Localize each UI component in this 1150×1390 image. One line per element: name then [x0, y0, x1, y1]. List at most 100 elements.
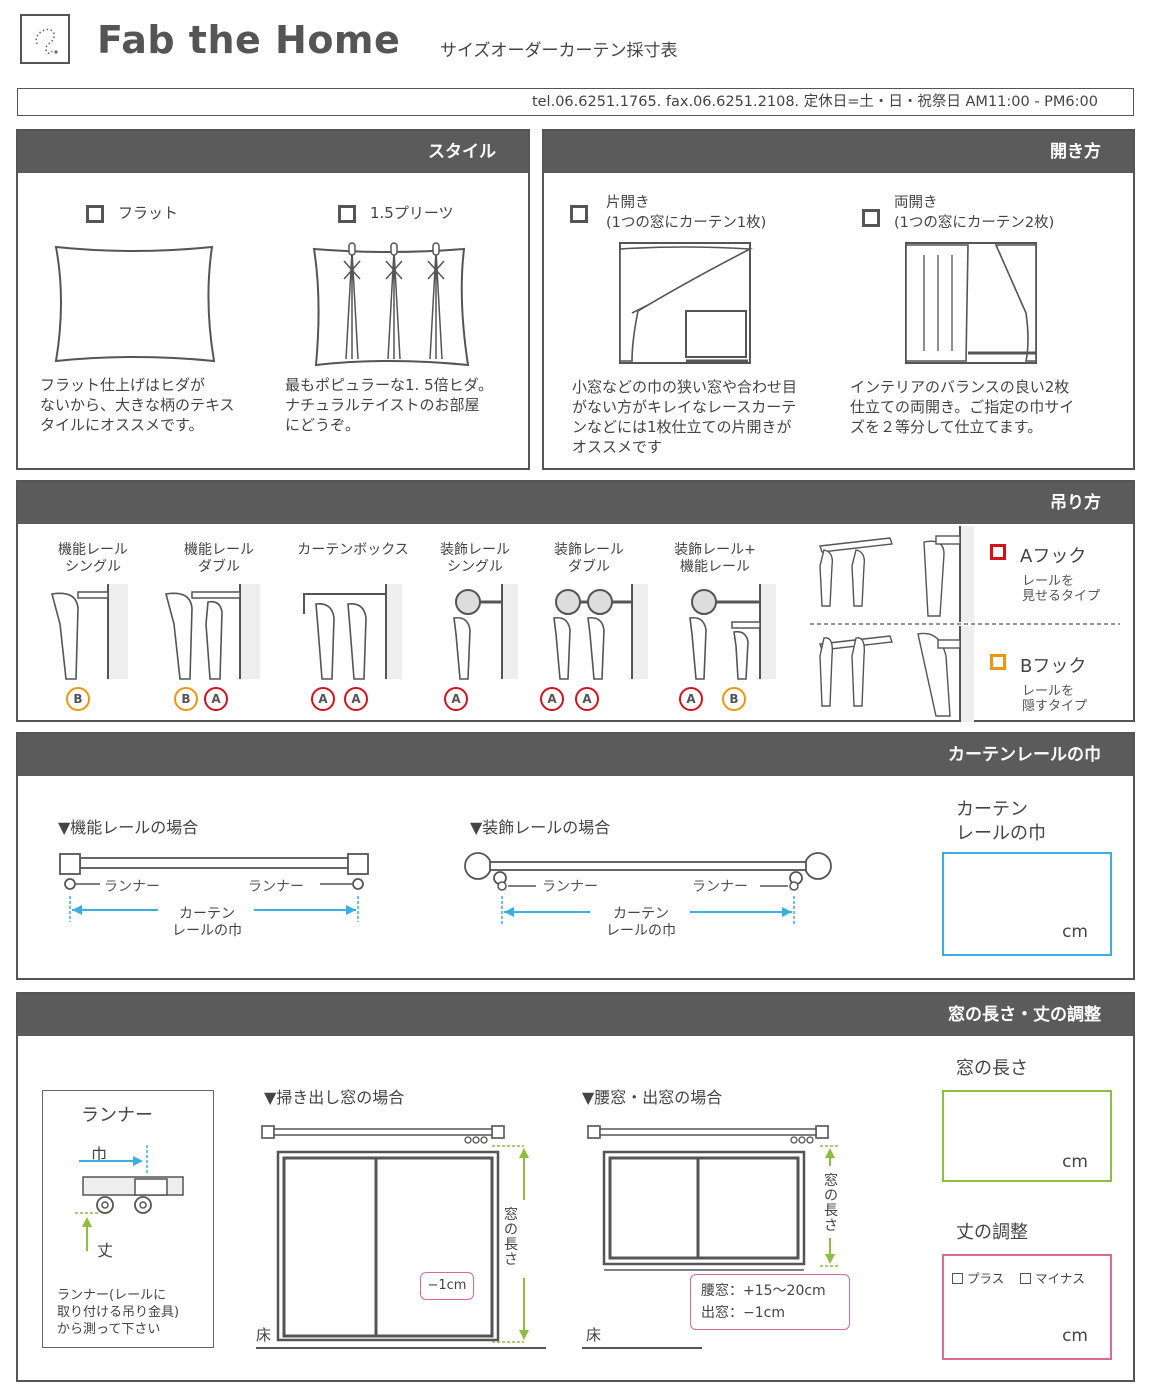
- plus-checkbox[interactable]: [952, 1273, 963, 1284]
- double-opening-label: 両開き(1つの窓にカーテン2枚): [894, 195, 1055, 231]
- decorative-rail-title: ▼装飾レールの場合: [470, 818, 611, 837]
- hook-a-description: レールを見せるタイプ: [1022, 574, 1101, 604]
- unit-label: cm: [1062, 1152, 1088, 1172]
- hook-b-description: レールを隠すタイプ: [1022, 684, 1088, 714]
- hook-badge-a: A: [575, 687, 599, 711]
- pleated-curtain-icon: [312, 242, 470, 367]
- pleats-checkbox[interactable]: [338, 205, 356, 223]
- hook-b-name: Bフック: [1020, 656, 1087, 677]
- runner-label: ランナー: [248, 879, 304, 895]
- window-length-field-label: 窓の長さ: [956, 1058, 1028, 1079]
- double-opening-checkbox[interactable]: [862, 209, 880, 227]
- waist-window-title: ▼腰窓・出窓の場合: [582, 1088, 723, 1107]
- runner-length-label: 丈: [97, 1241, 114, 1260]
- sweep-window-diagram: [256, 1125, 546, 1349]
- flat-curtain-icon: [54, 245, 216, 363]
- hanging-type-label: 機能レールシングル: [58, 542, 128, 575]
- runner-label: ランナー: [104, 879, 160, 895]
- hanging-panel: 吊り方 機能レールシングル B 機能レールダブル B A カーテンボックス A …: [16, 480, 1135, 722]
- logo-mark-icon: [35, 28, 58, 54]
- rail-width-heading: カーテンレールの巾: [18, 734, 1133, 776]
- hook-badge-a: A: [540, 687, 564, 711]
- pleats-label: 1.5プリーツ: [370, 204, 454, 222]
- sweep-adjust-callout: −1cm: [420, 1272, 474, 1300]
- flat-label: フラット: [118, 204, 179, 222]
- hook-comparison-icon: [810, 526, 1120, 722]
- hook-badge-a: A: [679, 687, 703, 711]
- runner-label: ランナー: [542, 879, 598, 895]
- opening-heading: 開き方: [544, 131, 1133, 173]
- sweep-length-label: 窓の長さ: [504, 1207, 518, 1268]
- decorative-single-rail-icon: [453, 584, 518, 680]
- hanging-heading: 吊り方: [18, 482, 1133, 524]
- floor-label: 床: [586, 1326, 602, 1344]
- hook-badge-a: A: [344, 687, 368, 711]
- hook-badge-a: A: [204, 687, 228, 711]
- functional-single-rail-icon: [51, 584, 128, 680]
- hook-badge-b: B: [722, 687, 746, 711]
- single-opening-window-icon: [619, 242, 753, 364]
- window-length-input[interactable]: cm: [942, 1090, 1112, 1182]
- runner-width-label: 巾: [91, 1145, 108, 1164]
- functional-rail-diagram: [59, 853, 369, 922]
- page-subtitle: サイズオーダーカーテン採寸表: [440, 41, 678, 61]
- flat-description: フラット仕上げはヒダがないから、大きな柄のテキスタイルにオススメです。: [40, 376, 235, 434]
- hook-badge-a: A: [444, 687, 468, 711]
- functional-double-rail-icon: [165, 584, 260, 680]
- hook-a-name: Aフック: [1020, 546, 1087, 567]
- single-opening-label: 片開き(1つの窓にカーテン1枚): [606, 195, 767, 231]
- runner-guide-box: ランナー 巾 丈 ランナー(レールに取り付ける吊り金具)から測って下さい: [42, 1090, 214, 1348]
- hanging-type-label: 装飾レールダブル: [554, 542, 624, 575]
- brand-name: Fab the Home: [97, 18, 401, 62]
- length-adjust-input[interactable]: プラス マイナス cm: [942, 1254, 1112, 1360]
- double-opening-window-icon: [905, 242, 1037, 364]
- opening-panel: 開き方 片開き(1つの窓にカーテン1枚) 両開き(1つの窓にカーテン2枚) 小窓…: [542, 129, 1135, 470]
- contact-bar: tel.06.6251.1765. fax.06.6251.2108. 定休日=…: [17, 88, 1134, 116]
- style-heading: スタイル: [18, 131, 528, 173]
- sweep-window-title: ▼掃き出し窓の場合: [264, 1088, 405, 1107]
- rail-width-input[interactable]: cm: [942, 852, 1112, 956]
- hook-a-marker: [990, 544, 1006, 560]
- double-opening-description: インテリアのバランスの良い2枚仕立ての両開き。ご指定の巾サイズを２等分して仕立て…: [850, 378, 1075, 436]
- waist-window-diagram: [582, 1125, 840, 1349]
- hook-badge-a: A: [311, 687, 335, 711]
- waist-length-label: 窓の長さ: [824, 1173, 838, 1234]
- runner-label: ランナー: [692, 879, 748, 895]
- minus-label: マイナス: [1035, 1271, 1085, 1286]
- hook-badge-b: B: [174, 687, 198, 711]
- window-length-panel: 窓の長さ・丈の調整 ランナー 巾 丈 ランナー(レールに取り付ける吊り金具)から…: [16, 992, 1135, 1382]
- rail-width-dimension-label: カーテンレールの巾: [172, 906, 242, 939]
- single-opening-checkbox[interactable]: [570, 205, 588, 223]
- plus-label: プラス: [966, 1271, 1005, 1286]
- length-adjust-label: 丈の調整: [956, 1222, 1028, 1243]
- decorative-rail-diagram: [464, 852, 832, 926]
- rail-width-field-label: カーテンレールの巾: [956, 799, 1046, 844]
- hanging-type-label: 装飾レールシングル: [440, 542, 510, 575]
- rail-width-dimension-label: カーテンレールの巾: [606, 906, 676, 939]
- adjust-options: プラス マイナス: [952, 1268, 1085, 1287]
- flat-checkbox[interactable]: [86, 205, 104, 223]
- window-length-heading: 窓の長さ・丈の調整: [18, 994, 1133, 1036]
- hanging-type-label: 装飾レール+機能レール: [674, 542, 756, 575]
- pleats-description: 最もポピュラーな1. 5倍ヒダ。ナチュラルテイストのお部屋にどうぞ。: [285, 376, 494, 434]
- rail-width-panel: カーテンレールの巾 ▼機能レールの場合 ランナー ランナー カーテンレールの巾 …: [16, 732, 1135, 980]
- style-panel: スタイル フラット 1.5プリーツ フラット仕上げはヒダがないから、大きな柄のテ…: [16, 129, 530, 470]
- decorative-double-rail-icon: [553, 584, 648, 680]
- hook-badge-b: B: [66, 687, 90, 711]
- hook-b-marker: [990, 654, 1006, 670]
- hanging-type-label: カーテンボックス: [297, 542, 409, 558]
- decorative-functional-rail-icon: [689, 584, 776, 680]
- functional-rail-title: ▼機能レールの場合: [58, 818, 199, 837]
- hanging-type-label: 機能レールダブル: [184, 542, 254, 575]
- floor-label: 床: [256, 1326, 272, 1344]
- unit-label: cm: [1062, 1326, 1088, 1346]
- minus-checkbox[interactable]: [1020, 1273, 1032, 1284]
- runner-measure-note: ランナー(レールに取り付ける吊り金具)から測って下さい: [57, 1288, 180, 1337]
- single-opening-description: 小窓などの巾の狭い窓や合わせ目がない方がキレイなレースカーテンなどには1枚仕立て…: [572, 378, 798, 456]
- unit-label: cm: [1062, 922, 1088, 942]
- logo: [20, 14, 70, 64]
- curtain-box-icon: [303, 584, 402, 680]
- runner-guide-title: ランナー: [81, 1105, 153, 1126]
- runner-dimension-icon: [75, 1145, 184, 1251]
